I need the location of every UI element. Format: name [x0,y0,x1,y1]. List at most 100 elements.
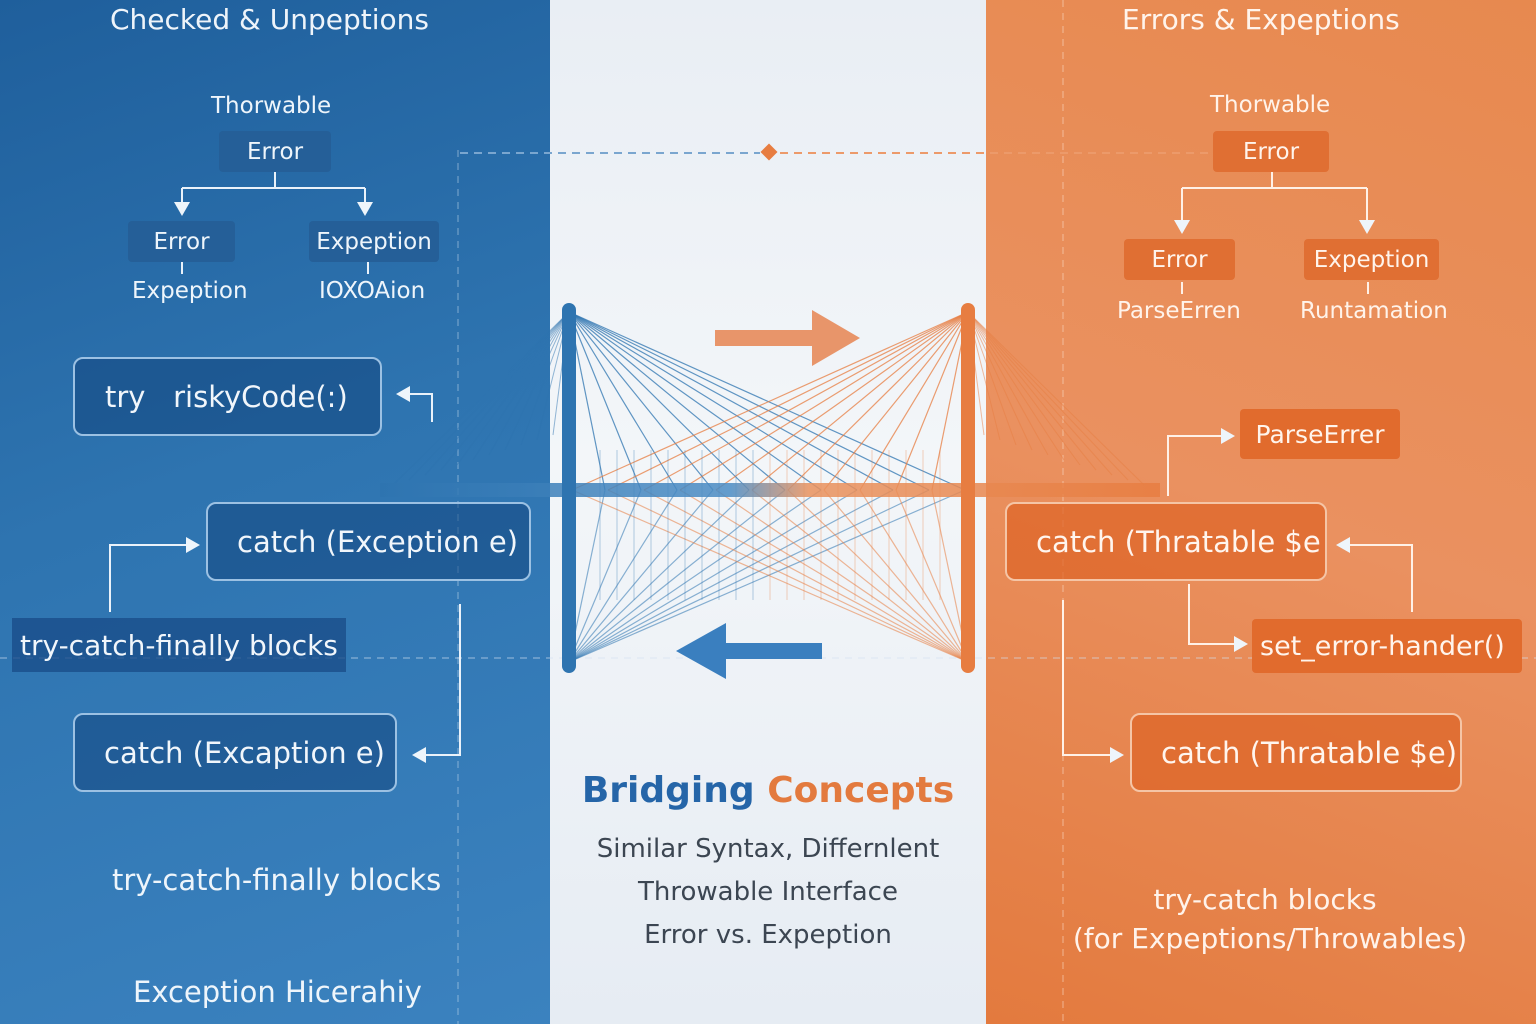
bridge-cable [787,489,969,663]
bridge-cable [568,311,930,491]
left-footer-hierarchy: Exception Hicerahiy [133,975,422,1009]
bridge-cable [440,311,570,471]
bridge-cable [568,311,750,491]
arrow-right-icon [715,310,860,366]
bridge-cable [859,311,969,491]
bridge-cable [751,489,969,663]
bridge-cable [823,311,969,491]
bridge-cable [488,311,570,456]
bridge-deck [380,483,1160,497]
bridge-cable [568,489,858,663]
right-footer-line-2: (for Expeptions/Throwables) [1072,922,1468,955]
bridge-cable [679,489,969,663]
right-exception-node: Expeption [1304,239,1439,280]
right-error-node: Error [1124,239,1235,280]
left-catch-code-block-2: catch (Excaption e) [73,713,397,792]
left-exception-node: Expeption [309,221,439,262]
bridge-cable [568,489,930,663]
center-title-concepts: Concepts [767,770,955,811]
bridge-cable [967,311,1033,451]
bridge-cable [568,489,894,663]
left-blocks-label: try-catch-finally blocks [12,618,346,672]
diamond-icon [760,143,778,161]
bridge-tower [562,303,576,673]
bridge-cable [568,311,858,491]
bridge-cable [967,311,1065,461]
bridge-tower [961,303,975,673]
bridge-cable [967,311,1081,466]
bridge-cable [967,311,1049,456]
bridge-cable [571,311,969,491]
right-heading: Errors & Expeptions [1122,3,1400,36]
bridge-cable [472,311,570,461]
bridge-cable [392,311,570,486]
bridge-cable [568,311,894,491]
bridge-cable [568,311,966,491]
right-error-handler: set_error-hander() [1252,619,1522,673]
bridge-cable [571,489,969,663]
left-error-node: Error [128,221,235,262]
bridge-cable [607,489,969,663]
center-title: Bridging Concepts [560,770,976,811]
bridge-cable [408,311,570,481]
bridge-cable [967,311,1017,446]
left-footer-blocks: try-catch-finally blocks [112,863,442,897]
bridge-cable [456,311,570,466]
bridge-cable [568,489,714,663]
bridge-icon [380,303,1160,673]
bridge-cable [568,311,678,491]
bridge-cable [568,311,642,491]
bridge-cable [967,311,1097,471]
bridge-cable [967,311,1145,486]
bridge-cable [568,489,642,663]
left-heading: Checked & Unpeptions [110,3,430,36]
arrow-left-icon [676,623,822,679]
bridge-cable [568,489,966,663]
right-tree-connectors [1174,172,1375,294]
bridge-cable [895,311,969,491]
right-exception-subtype: Runtamation [1300,298,1448,324]
right-error-root-node: Error [1213,131,1329,172]
bridge-cable [643,489,969,663]
right-catch-code-block: catch (Thratable $e [1005,502,1327,581]
bridge-cable [715,489,969,663]
right-parse-error-node: ParseErrer [1240,409,1400,459]
bridge-cable [568,311,786,491]
bridge-cable [504,311,570,451]
left-error-subtype: Expeption [132,278,248,304]
right-throwable-label: Thorwable [1210,92,1331,118]
left-catch-code-block: catch (Exception e) [206,502,531,581]
right-footer-line-1: try-catch blocks [1153,883,1377,916]
bridge-cable [787,311,969,491]
bridge-cable [679,311,969,491]
bridge-cable [751,311,969,491]
bridge-cable [643,311,969,491]
bridge-cable [424,311,570,476]
bridge-cable [895,489,969,663]
left-try-code-block: try riskyCode(:) [73,357,382,436]
bridge-cable [568,489,750,663]
center-line-3: Error vs. Expeption [644,920,892,950]
bridge-cable [823,489,969,663]
bridge-cable [568,489,678,663]
bridge-cable [568,311,714,491]
bridge-cable [859,489,969,663]
bridge-cable [568,489,822,663]
bridge-cable [568,311,822,491]
right-error-subtype: ParseErren [1117,298,1241,324]
left-error-root-node: Error [219,131,331,172]
bridge-cable [568,489,786,663]
bridge-cable [520,311,570,446]
left-throwable-label: Thorwable [211,93,332,119]
center-line-1: Similar Syntax, Differnlent [596,834,940,864]
center-title-bridging: Bridging [581,770,755,811]
bridge-cable [715,311,969,491]
bridge-cable [967,311,1129,481]
right-code-connectors [1062,428,1413,763]
center-line-2: Throwable Interface [638,877,898,907]
bridge-cable [967,311,1113,476]
left-code-connectors [109,386,461,763]
bridge-cable [607,311,969,491]
left-tree-connectors [174,172,373,274]
right-catch-code-block-2: catch (Thratable $e) [1130,713,1462,792]
